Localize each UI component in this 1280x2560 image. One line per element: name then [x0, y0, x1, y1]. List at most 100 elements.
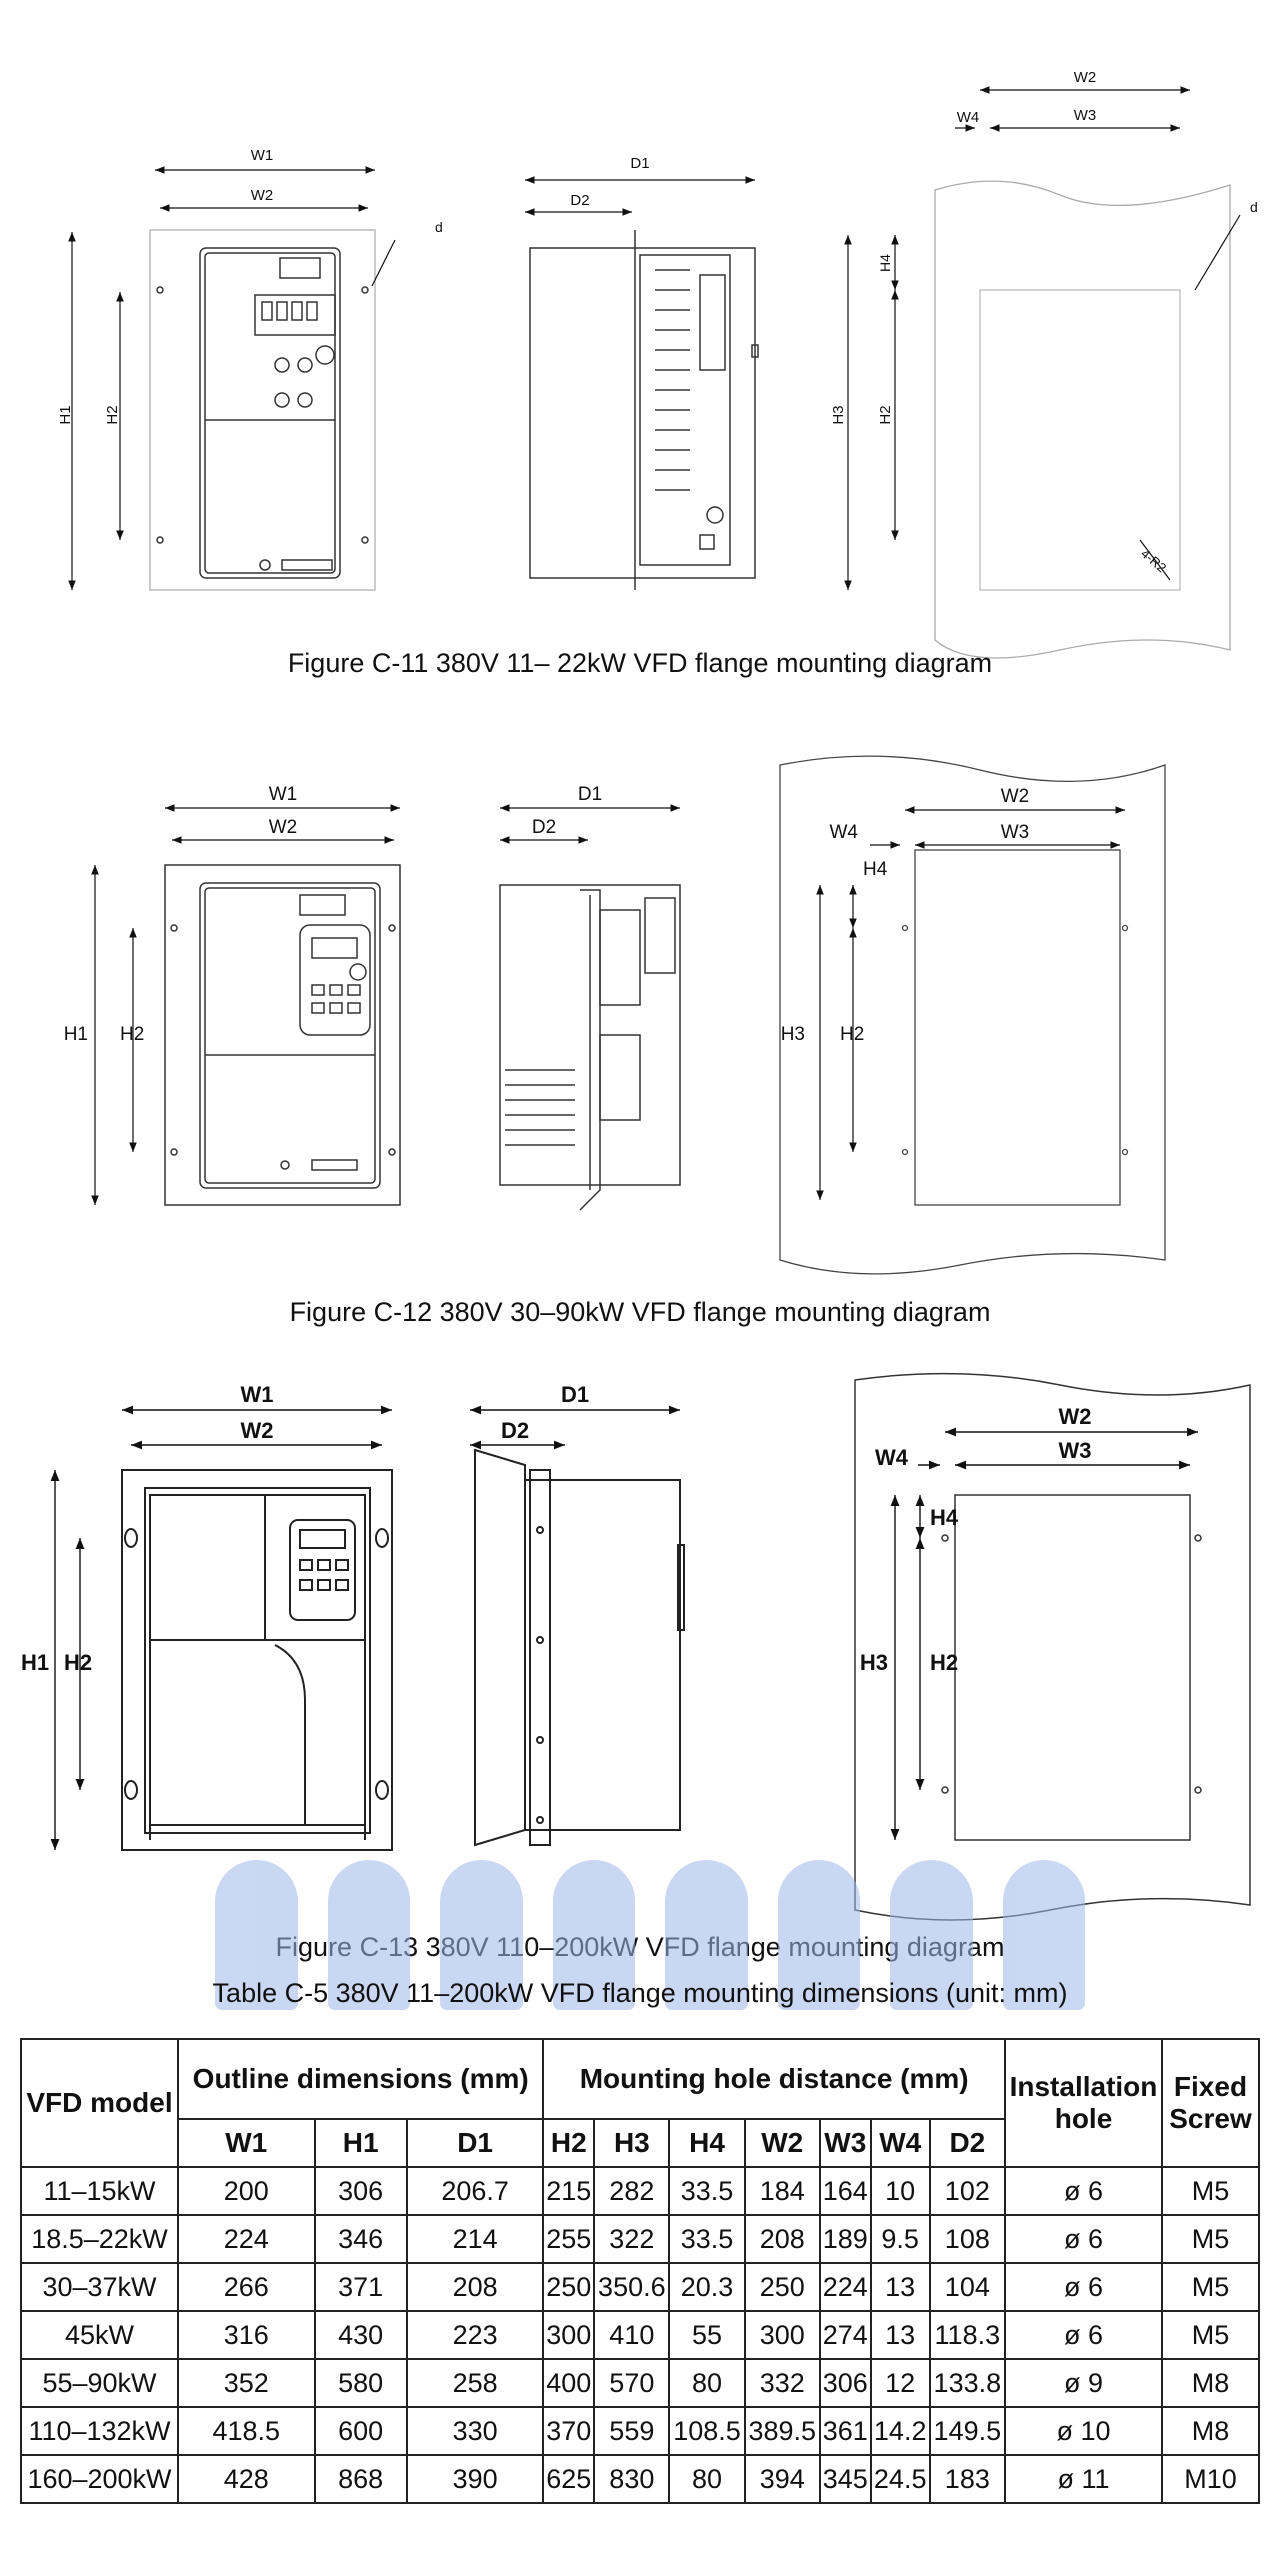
cell: 332	[743, 2358, 821, 2408]
c11-d2-label: D2	[570, 192, 589, 209]
cell: 12	[869, 2358, 931, 2408]
cell: 330	[405, 2406, 545, 2456]
c13-side-dims	[470, 1405, 680, 1450]
table-row: 160–200kW 428 868 390 625 830 80 394 345…	[20, 2454, 1260, 2504]
c13-w2-label: W2	[241, 1418, 274, 1443]
c12-h2-label: H2	[120, 1024, 144, 1045]
cell: 418.5	[177, 2406, 316, 2456]
c12-cutout-dims	[816, 806, 1125, 1200]
cell: 570	[593, 2358, 671, 2408]
cell: 282	[593, 2166, 671, 2216]
c11-side-view	[529, 230, 759, 590]
cell: 390	[405, 2454, 545, 2504]
c12-w4-label: W4	[830, 822, 859, 843]
c11-front-dims	[68, 166, 396, 590]
table-row: 11–15kW 200 306 206.7 215 282 33.5 184 1…	[20, 2166, 1260, 2216]
cell-model: 55–90kW	[20, 2358, 179, 2408]
cell: 250	[743, 2262, 821, 2312]
figure-c12-drawing: W1 W2 H1 H2 D1 D2	[64, 755, 1166, 1275]
cell-model: 11–15kW	[20, 2166, 179, 2216]
cell: 322	[593, 2214, 671, 2264]
cell: 20.3	[668, 2262, 746, 2312]
cell: 215	[542, 2166, 596, 2216]
header-vfd-model: VFD model	[20, 2038, 179, 2168]
c12-side-view	[499, 884, 681, 1211]
cell: 250	[542, 2262, 596, 2312]
c12-w2-label: W2	[269, 817, 298, 838]
watermark-shape	[1002, 1860, 1085, 2010]
c11-d-label: d	[435, 219, 443, 235]
c13-cutout-dims	[890, 1427, 1198, 1840]
cell: 559	[593, 2406, 671, 2456]
c12-cutout-view	[779, 755, 1166, 1275]
cell: 258	[405, 2358, 545, 2408]
cell: 410	[593, 2310, 671, 2360]
table-row: 55–90kW 352 580 258 400 570 80 332 306 1…	[20, 2358, 1260, 2408]
c11-cutout-view	[934, 180, 1231, 659]
dimensions-table: VFD model Outline dimensions (mm) Mounti…	[20, 2038, 1260, 2504]
cell: 9.5	[869, 2214, 931, 2264]
watermark-shape	[327, 1860, 410, 2010]
cell-screw: M5	[1161, 2166, 1260, 2216]
figure-c11-drawing: W1 W2 H1 H2 d D1 D2	[57, 69, 1258, 659]
cell-model: 110–132kW	[20, 2406, 179, 2456]
cell: 370	[542, 2406, 596, 2456]
cell-screw: M5	[1161, 2310, 1260, 2360]
subheader-h1: H1	[313, 2118, 408, 2168]
watermark-shape	[890, 1860, 973, 2010]
c13-h2-label: H2	[64, 1650, 92, 1675]
cell: 33.5	[668, 2214, 746, 2264]
table-caption: Table C-5 380V 11–200kW VFD flange mount…	[212, 1978, 1068, 2008]
cell: 830	[593, 2454, 671, 2504]
c13-front-dims	[50, 1405, 392, 1850]
subheader-d1: D1	[405, 2118, 545, 2168]
cell: 102	[928, 2166, 1007, 2216]
cell: 274	[818, 2310, 872, 2360]
cell-screw: M8	[1161, 2406, 1260, 2456]
header-fixed-screw: Fixed Screw	[1161, 2038, 1260, 2168]
cell-model: 30–37kW	[20, 2262, 179, 2312]
cell: 255	[542, 2214, 596, 2264]
cell: 394	[743, 2454, 821, 2504]
c13-h4-label: H4	[930, 1505, 959, 1530]
subheader-w2: W2	[743, 2118, 821, 2168]
cell: 430	[313, 2310, 408, 2360]
cell: 428	[177, 2454, 316, 2504]
c13-h2b-label: H2	[930, 1650, 958, 1675]
cell: 118.3	[928, 2310, 1007, 2360]
cell: 13	[869, 2262, 931, 2312]
watermark-shape	[215, 1860, 298, 2010]
cell-model: 18.5–22kW	[20, 2214, 179, 2264]
c13-w2b-label: W2	[1059, 1404, 1092, 1429]
table-row: 18.5–22kW 224 346 214 255 322 33.5 208 1…	[20, 2214, 1260, 2264]
cell: 389.5	[743, 2406, 821, 2456]
c13-d1-label: D1	[561, 1382, 589, 1407]
cell: 108.5	[668, 2406, 746, 2456]
c11-w3-label: W3	[1074, 107, 1097, 124]
c12-w3-label: W3	[1001, 822, 1030, 843]
subheader-h3: H3	[593, 2118, 671, 2168]
cell-screw: M8	[1161, 2358, 1260, 2408]
c11-d-label-2: d	[1250, 199, 1258, 215]
watermark-shape	[777, 1860, 860, 2010]
cell: 600	[313, 2406, 408, 2456]
c11-h2b-label: H2	[877, 405, 894, 424]
cell-hole: ø 10	[1004, 2406, 1163, 2456]
c12-w2b-label: W2	[1001, 786, 1030, 807]
c11-h4-label: H4	[877, 254, 893, 272]
cell: 208	[405, 2262, 545, 2312]
figure-c11: W1 W2 H1 H2 d D1 D2	[0, 0, 1280, 700]
c12-side-dims	[500, 804, 680, 844]
watermark	[215, 1860, 1085, 2010]
c11-side-dims	[525, 176, 755, 216]
cell: 104	[928, 2262, 1007, 2312]
c12-d1-label: D1	[578, 784, 602, 805]
cell: 371	[313, 2262, 408, 2312]
cell: 33.5	[668, 2166, 746, 2216]
cell: 10	[869, 2166, 931, 2216]
cell: 306	[313, 2166, 408, 2216]
c11-h3-label: H3	[830, 405, 847, 424]
figure-c13-drawing: W1 W2 H1 H2 D1 D2	[21, 1372, 1251, 1921]
c13-d2-label: D2	[501, 1418, 529, 1443]
cell-hole: ø 6	[1004, 2310, 1163, 2360]
